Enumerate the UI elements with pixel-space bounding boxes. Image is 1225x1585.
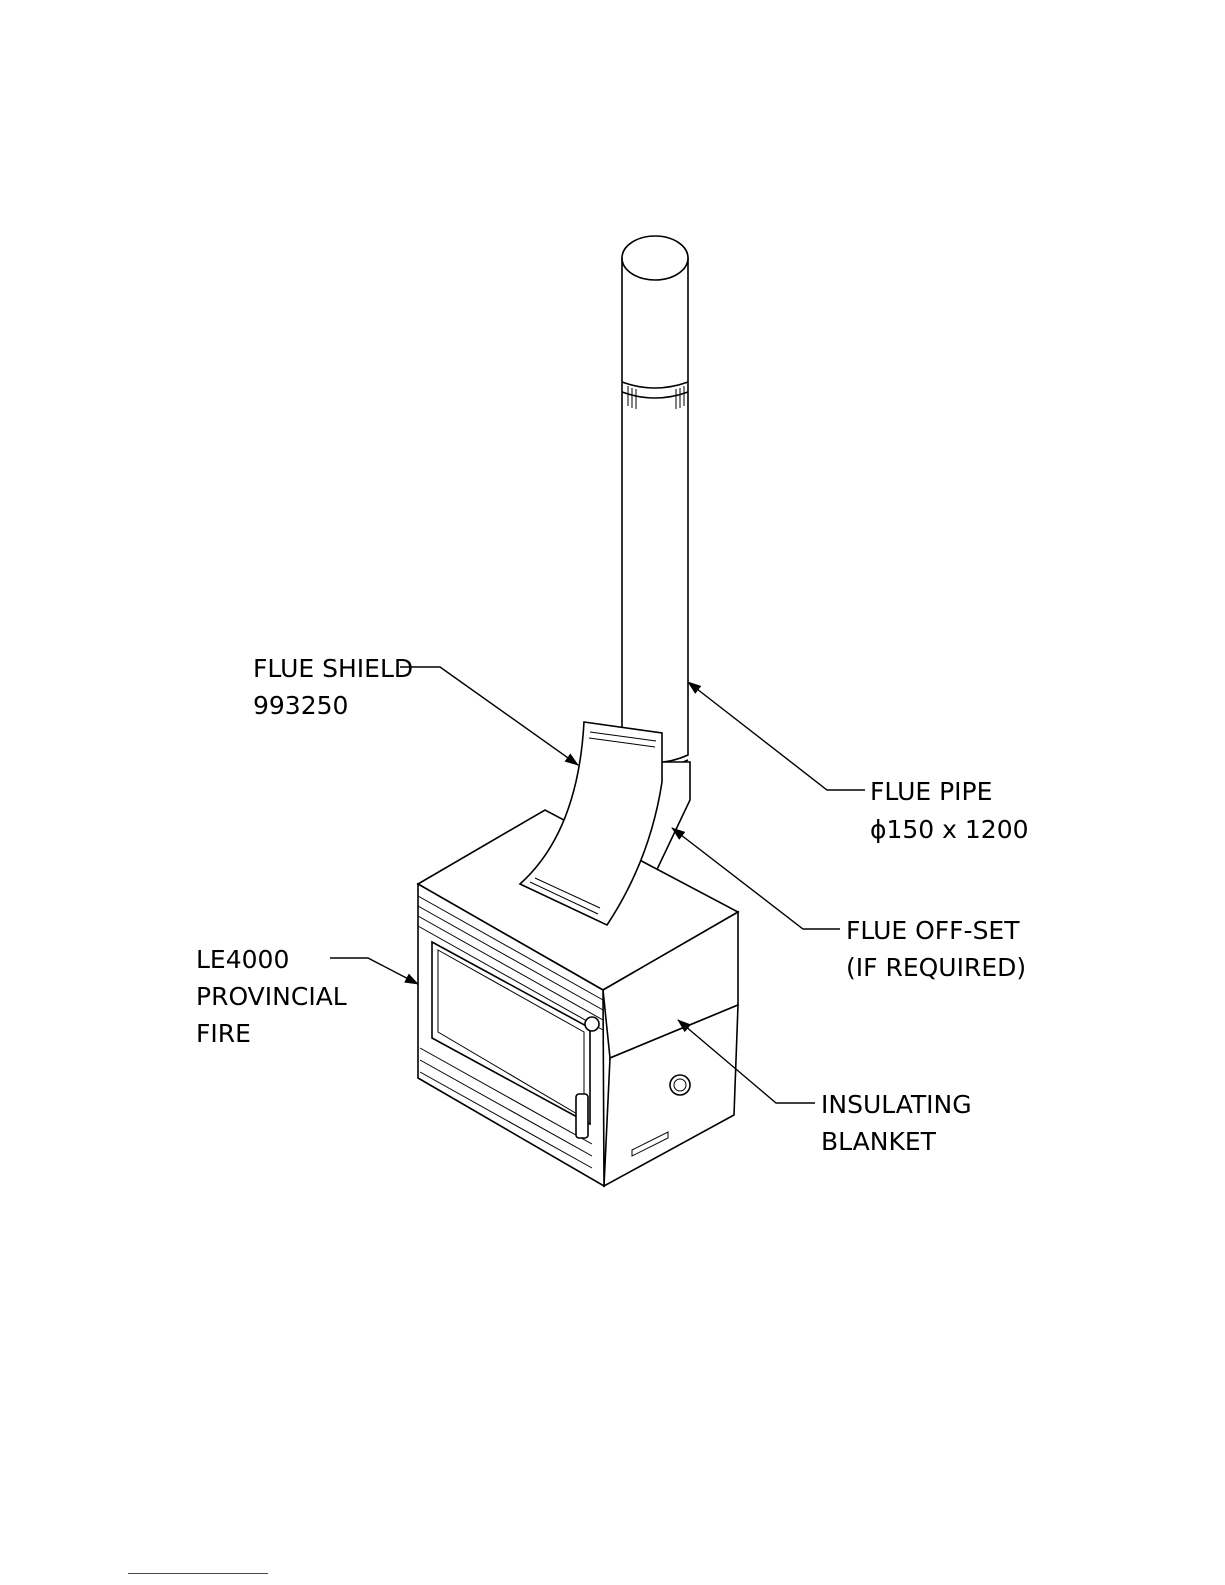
callout-flue-offset: FLUE OFF-SET (IF REQUIRED) [846, 916, 1026, 982]
callout-flue-pipe: FLUE PIPE ϕ150 x 1200 [870, 777, 1029, 844]
flue-shield-part-number: 993250 [253, 691, 348, 720]
blanket-label-2: BLANKET [821, 1127, 937, 1156]
flue-pipe-label: FLUE PIPE [870, 777, 992, 806]
fire-model-label: LE4000 [196, 945, 289, 974]
callout-flue-shield: FLUE SHIELD 993250 [253, 654, 413, 720]
fire-type-label: FIRE [196, 1019, 251, 1048]
callout-insulating-blanket: INSULATING BLANKET [821, 1090, 972, 1156]
flue-offset-label: FLUE OFF-SET [846, 916, 1020, 945]
flue-offset-note: (IF REQUIRED) [846, 953, 1026, 982]
flue-pipe [622, 236, 688, 768]
footer-rule [128, 1573, 268, 1575]
flue-shield-label: FLUE SHIELD [253, 654, 413, 683]
callout-fire: LE4000 PROVINCIAL FIRE [196, 945, 347, 1048]
fire-name-label: PROVINCIAL [196, 982, 347, 1011]
blanket-label: INSULATING [821, 1090, 972, 1119]
flue-pipe-size: ϕ150 x 1200 [870, 815, 1029, 844]
